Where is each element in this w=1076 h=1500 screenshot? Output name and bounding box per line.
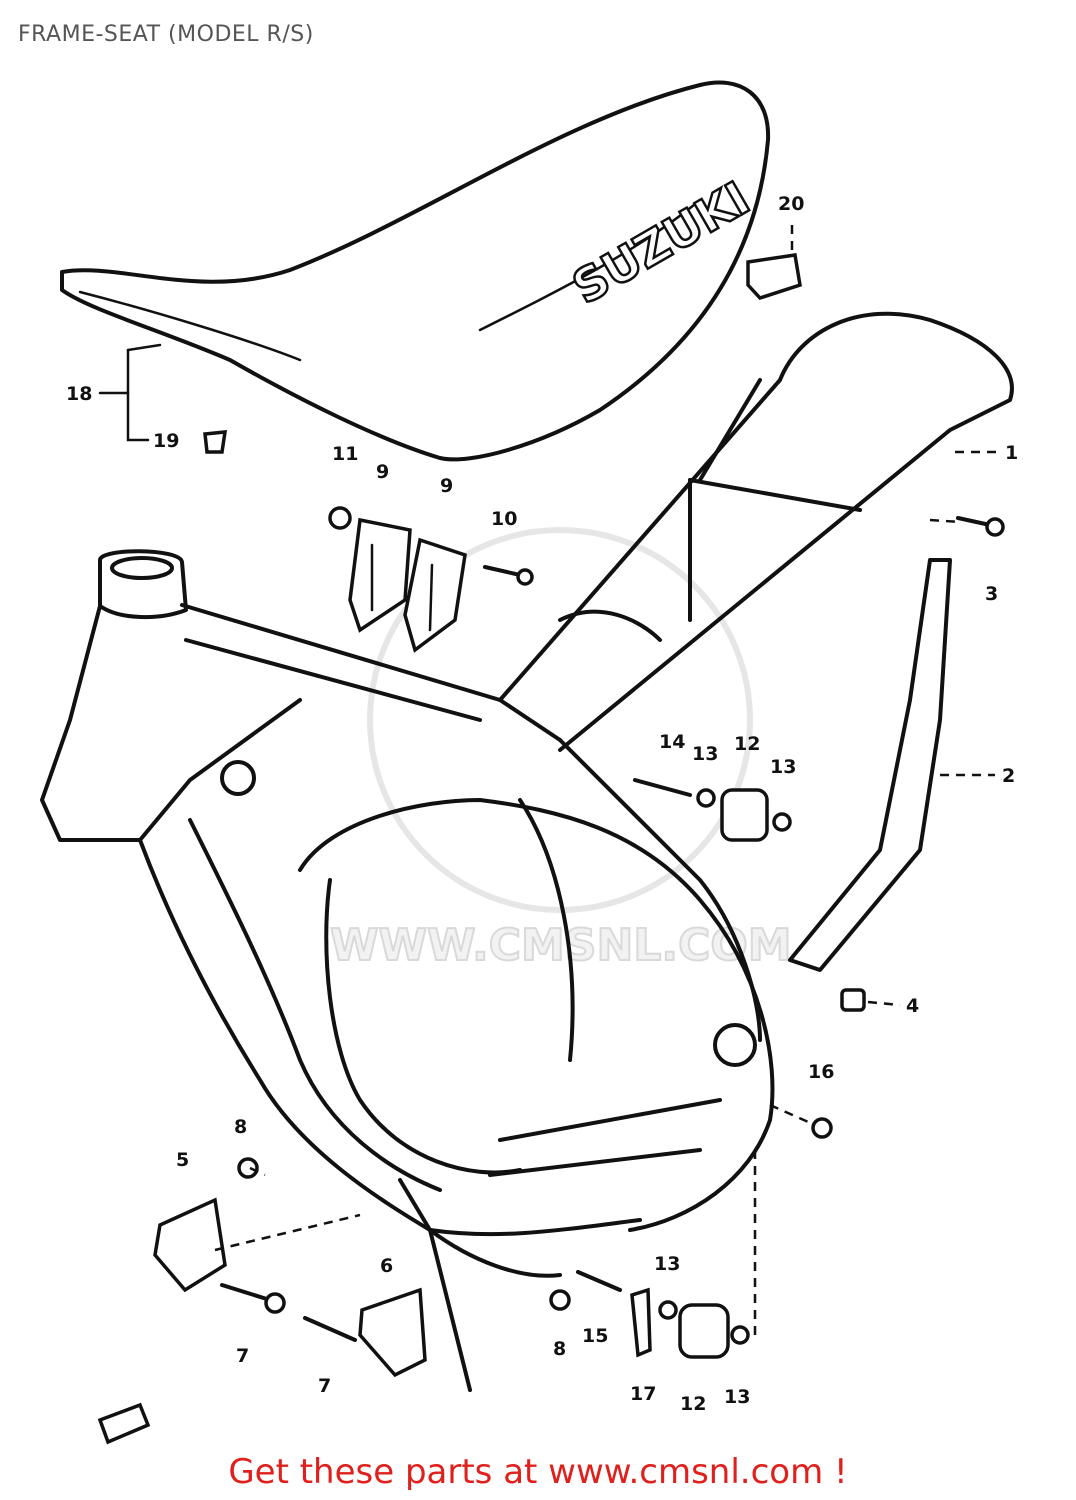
washer-13-c[interactable] [658, 1300, 678, 1320]
callout-7-a: 7 [236, 1345, 249, 1367]
callout-16: 16 [808, 1061, 834, 1083]
bolt-3[interactable] [956, 516, 1005, 537]
small-part-bottom-left[interactable] [97, 1402, 151, 1445]
callout-11: 11 [332, 443, 358, 465]
part-20[interactable] [746, 253, 802, 301]
nut-8-b[interactable] [549, 1289, 571, 1311]
nut-8-a[interactable] [237, 1157, 259, 1179]
bolt-10[interactable] [483, 565, 534, 586]
clip-19[interactable] [203, 430, 228, 454]
plate-5[interactable] [153, 1197, 227, 1293]
seat[interactable]: SUZUKI [60, 80, 771, 462]
callout-20: 20 [778, 193, 804, 215]
callout-18: 18 [66, 383, 92, 405]
main-frame[interactable] [40, 549, 775, 1392]
callout-19: 19 [153, 430, 179, 452]
callout-17: 17 [630, 1383, 656, 1405]
bolt-15[interactable] [576, 1270, 622, 1292]
washer-13-d[interactable] [730, 1325, 750, 1345]
callout-13-b: 13 [770, 756, 796, 778]
rear-brace[interactable] [788, 558, 952, 972]
watermark-logo [367, 527, 753, 913]
footer-link[interactable]: Get these parts at www.cmsnl.com ! [228, 1452, 848, 1492]
bracket-17[interactable] [630, 1287, 652, 1358]
callout-6: 6 [380, 1255, 393, 1277]
washer-11[interactable] [328, 506, 352, 530]
leader-lines [98, 225, 1000, 1340]
nut-4[interactable] [840, 988, 866, 1012]
damper-12-upper[interactable] [720, 788, 769, 842]
seat-bracket-left[interactable] [348, 517, 412, 633]
bolt-7-a[interactable] [220, 1283, 286, 1314]
callout-2: 2 [1002, 765, 1015, 787]
callout-7-b: 7 [318, 1375, 331, 1397]
callout-4: 4 [906, 995, 919, 1017]
damper-12-lower[interactable] [678, 1303, 730, 1359]
page-title: FRAME-SEAT (MODEL R/S) [18, 22, 314, 47]
callout-3: 3 [985, 583, 998, 605]
seat-bracket-right[interactable] [403, 537, 467, 653]
washer-13-b[interactable] [772, 812, 792, 832]
callout-13-c: 13 [654, 1253, 680, 1275]
callout-10: 10 [491, 508, 517, 530]
bolt-7-b[interactable] [303, 1316, 357, 1342]
callout-1: 1 [1005, 442, 1018, 464]
seat-brand-text: SUZUKI [564, 171, 759, 315]
callout-9-b: 9 [440, 475, 453, 497]
washer-13-a[interactable] [696, 788, 716, 808]
nut-16[interactable] [811, 1117, 833, 1139]
bolt-14[interactable] [633, 778, 692, 797]
callout-12-a: 12 [734, 733, 760, 755]
callout-12-b: 12 [680, 1393, 706, 1415]
callout-5: 5 [176, 1149, 189, 1171]
watermark: WWW.CMSNL.COM [330, 920, 792, 971]
callout-13-a: 13 [692, 743, 718, 765]
seat-rail-frame[interactable] [498, 311, 1014, 752]
plate-6[interactable] [358, 1287, 427, 1378]
callout-8-b: 8 [553, 1338, 566, 1360]
callout-15: 15 [582, 1325, 608, 1347]
callout-8-a: 8 [234, 1116, 247, 1138]
callout-9-a: 9 [376, 461, 389, 483]
callout-14: 14 [659, 731, 685, 753]
callout-13-d: 13 [724, 1386, 750, 1408]
